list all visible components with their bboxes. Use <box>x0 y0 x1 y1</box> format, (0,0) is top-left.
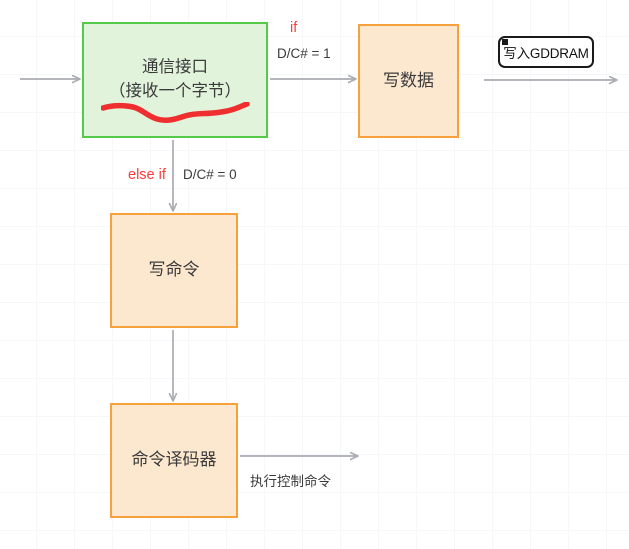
node-write-data[interactable]: 写数据 <box>358 24 459 138</box>
node-label-line1: 命令译码器 <box>131 450 217 470</box>
node-communication-interface[interactable]: 通信接口 （接收一个字节） <box>82 22 268 138</box>
node-label-line2: （接收一个字节） <box>109 82 241 100</box>
note-label: 写入GDDRAM <box>503 46 589 61</box>
note-write-gddram[interactable]: 写入GDDRAM <box>498 36 594 68</box>
note-resize-handle[interactable] <box>502 39 508 45</box>
node-command-decoder[interactable]: 命令译码器 <box>110 403 238 518</box>
edge-label-if: if <box>290 20 298 36</box>
node-label-line1: 写命令 <box>148 260 200 280</box>
node-label-line1: 通信接口 <box>142 58 208 77</box>
node-write-command[interactable]: 写命令 <box>110 213 238 328</box>
edge-label-dc-low: D/C# = 0 <box>183 167 237 182</box>
red-squiggle-annotation <box>101 102 250 123</box>
edge-label-else-if: else if <box>128 167 166 183</box>
node-label-line1: 写数据 <box>383 70 434 90</box>
edge-label-dc-high: D/C# = 1 <box>277 46 331 61</box>
edge-label-execute-control-command: 执行控制命令 <box>250 474 331 489</box>
